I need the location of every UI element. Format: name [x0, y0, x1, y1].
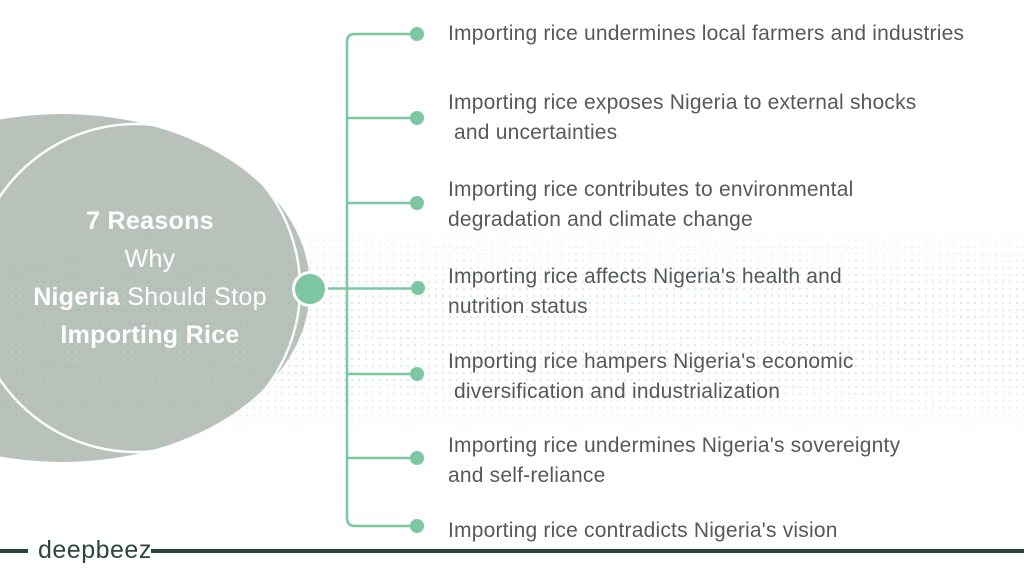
reason-text: and self-reliance — [448, 464, 606, 487]
title-line-3: Nigeria Should Stop — [33, 283, 267, 311]
wave-texture — [0, 220, 1024, 445]
bullet-dots — [410, 27, 425, 533]
bullet-dot — [410, 196, 424, 210]
title-line-1: 7 Reasons — [86, 207, 214, 235]
bullet-dot — [410, 367, 424, 381]
reason-text: nutrition status — [448, 295, 588, 318]
reason-text: Importing rice exposes Nigeria to extern… — [448, 91, 917, 114]
page-title: 7 Reasons Why Nigeria Should Stop Import… — [2, 202, 298, 354]
reason-item-4: Importing rice affects Nigeria's health … — [448, 262, 1014, 322]
wave-texture-lines — [0, 235, 1024, 415]
title-line-4: Importing Rice — [60, 321, 240, 349]
reason-text: Importing rice hampers Nigeria's economi… — [448, 350, 854, 373]
bullet-dot — [410, 27, 424, 41]
reason-item-3: Importing rice contributes to environmen… — [448, 175, 1014, 235]
bullet-dot — [410, 451, 424, 465]
bullet-dot — [411, 281, 425, 295]
reason-text: Importing rice contradicts Nigeria's vis… — [448, 519, 838, 542]
reason-text: and uncertainties — [448, 121, 618, 144]
reason-text: Importing rice undermines local farmers … — [448, 22, 965, 45]
reason-text: diversification and industrialization — [448, 380, 781, 403]
title-line-2: Why — [124, 245, 176, 273]
reason-item-2: Importing rice exposes Nigeria to extern… — [448, 88, 1014, 148]
brand-logo: deepbeez — [38, 536, 152, 564]
reason-text: Importing rice undermines Nigeria's sove… — [448, 434, 901, 457]
bullet-dot — [410, 111, 424, 125]
reason-text: Importing rice affects Nigeria's health … — [448, 265, 842, 288]
reason-text: Importing rice contributes to environmen… — [448, 178, 854, 201]
connector-stubs — [312, 116, 411, 460]
footer-rule — [151, 549, 1024, 553]
hub-dot — [292, 271, 328, 307]
bullet-dot — [410, 519, 424, 533]
footer-left-dash — [0, 549, 28, 553]
connector-trunk — [345, 32, 410, 528]
reason-text: degradation and climate change — [448, 208, 753, 231]
reason-item-5: Importing rice hampers Nigeria's economi… — [448, 347, 1014, 407]
reason-item-7: Importing rice contradicts Nigeria's vis… — [448, 516, 1014, 546]
reason-item-6: Importing rice undermines Nigeria's sove… — [448, 431, 1014, 491]
reason-item-1: Importing rice undermines local farmers … — [448, 19, 1014, 49]
